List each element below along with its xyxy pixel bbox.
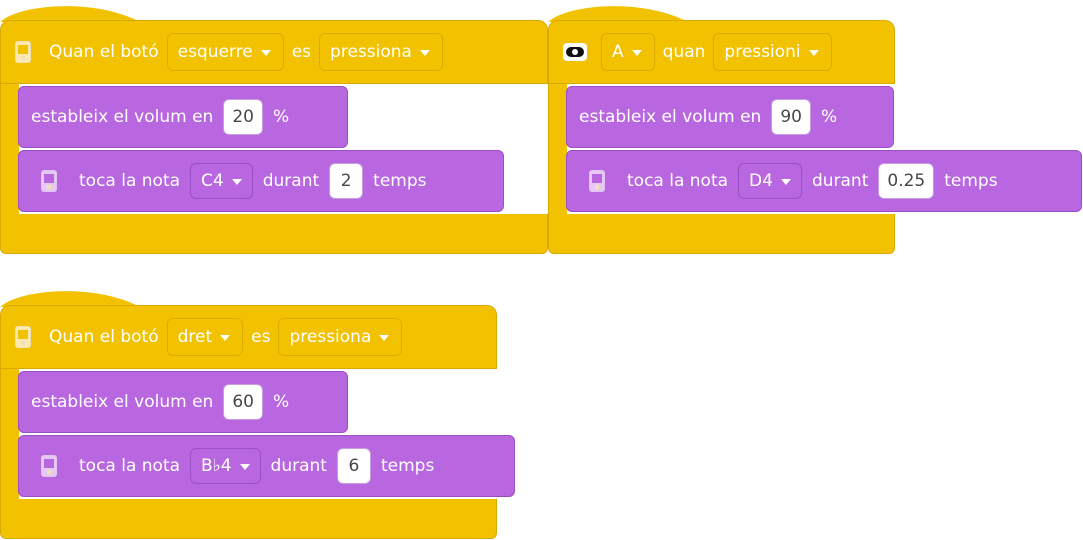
c-block-arm: [0, 369, 19, 501]
note-dropdown-value: D4: [749, 171, 773, 191]
hat-label-middle: es: [291, 42, 312, 62]
hat-label-prefix: Quan el botó: [49, 42, 159, 62]
set-volume-block[interactable]: estableix el volum en 20 %: [18, 86, 348, 148]
note-dropdown[interactable]: D4: [738, 163, 802, 199]
volume-input[interactable]: 20: [223, 99, 263, 135]
durant-label: durant: [262, 171, 320, 191]
note-dropdown[interactable]: C4: [190, 163, 253, 199]
script-stack-2[interactable]: A quan pressioni estableix el volum en 9…: [548, 0, 1083, 255]
c-block-bottom: [0, 214, 548, 254]
beats-input[interactable]: 6: [336, 448, 371, 484]
volume-input[interactable]: 60: [223, 384, 263, 420]
hub-icon: [41, 170, 57, 192]
when-hub-button-hat-block[interactable]: Quan el botó dret es pressiona: [0, 305, 497, 369]
beats-input[interactable]: 2: [329, 163, 364, 199]
button-dropdown-value: dret: [177, 327, 213, 347]
chevron-down-icon: [231, 179, 242, 185]
durant-label: durant: [270, 456, 327, 476]
hat-block-cap: [0, 291, 140, 307]
play-note-block[interactable]: toca la nota B♭4 durant 6 temps: [18, 435, 515, 497]
remote-button-dropdown[interactable]: A: [601, 33, 655, 71]
note-dropdown-value: B♭4: [201, 456, 232, 476]
play-note-label: toca la nota: [79, 456, 181, 476]
chevron-down-icon: [239, 464, 250, 470]
percent-label: %: [272, 107, 290, 127]
chevron-down-icon: [419, 50, 430, 56]
c-block-arm: [548, 84, 567, 216]
play-note-label: toca la nota: [79, 171, 181, 191]
state-dropdown-value: pressiona: [289, 327, 372, 347]
durant-label: durant: [811, 171, 869, 191]
hub-icon: [15, 326, 31, 348]
play-note-block[interactable]: toca la nota D4 durant 0.25 temps: [566, 150, 1082, 212]
button-dropdown-value: esquerre: [177, 42, 253, 62]
temps-label: temps: [373, 171, 427, 191]
temps-label: temps: [380, 456, 435, 476]
c-block-bottom: [0, 499, 497, 539]
set-volume-block[interactable]: estableix el volum en 60 %: [18, 371, 348, 433]
volume-input[interactable]: 90: [771, 99, 811, 135]
state-dropdown[interactable]: pressiona: [319, 33, 443, 71]
state-dropdown[interactable]: pressiona: [278, 318, 403, 356]
chevron-down-icon: [780, 179, 791, 185]
when-hub-button-hat-block[interactable]: Quan el botó esquerre es pressiona: [0, 20, 548, 84]
button-dropdown[interactable]: dret: [166, 318, 244, 356]
note-dropdown[interactable]: B♭4: [190, 448, 261, 484]
set-volume-block[interactable]: estableix el volum en 90 %: [566, 86, 894, 148]
script-stack-1[interactable]: Quan el botó esquerre es pressiona estab…: [0, 0, 548, 255]
hat-label-middle: quan: [662, 42, 706, 62]
chevron-down-icon: [379, 335, 390, 341]
hub-icon: [15, 41, 31, 63]
play-note-label: toca la nota: [627, 171, 729, 191]
c-block-arm: [0, 84, 19, 216]
hat-block-cap: [548, 6, 688, 22]
chevron-down-icon: [631, 50, 642, 56]
percent-label: %: [820, 107, 838, 127]
state-dropdown[interactable]: pressioni: [713, 33, 832, 71]
c-block-bottom: [548, 214, 895, 254]
set-volume-label: estableix el volum en: [31, 392, 214, 412]
state-dropdown-value: pressiona: [330, 42, 412, 62]
beats-input[interactable]: 0.25: [878, 163, 935, 199]
chevron-down-icon: [260, 50, 271, 56]
button-dropdown[interactable]: esquerre: [166, 33, 284, 71]
chevron-down-icon: [220, 335, 231, 341]
remote-button-dropdown-value: A: [612, 42, 624, 62]
when-remote-button-hat-block[interactable]: A quan pressioni: [548, 20, 895, 84]
set-volume-label: estableix el volum en: [579, 107, 762, 127]
script-stack-3[interactable]: Quan el botó dret es pressiona estableix…: [0, 285, 516, 540]
chevron-down-icon: [808, 50, 819, 56]
set-volume-label: estableix el volum en: [31, 107, 214, 127]
note-dropdown-value: C4: [201, 171, 224, 191]
hat-label-prefix: Quan el botó: [49, 327, 159, 347]
remote-control-icon: [563, 43, 587, 61]
state-dropdown-value: pressioni: [724, 42, 801, 62]
play-note-block[interactable]: toca la nota C4 durant 2 temps: [18, 150, 504, 212]
hat-block-cap: [0, 6, 140, 22]
percent-label: %: [272, 392, 290, 412]
temps-label: temps: [944, 171, 998, 191]
hat-label-middle: es: [251, 327, 271, 347]
hub-icon: [589, 170, 605, 192]
hub-icon: [41, 455, 57, 477]
